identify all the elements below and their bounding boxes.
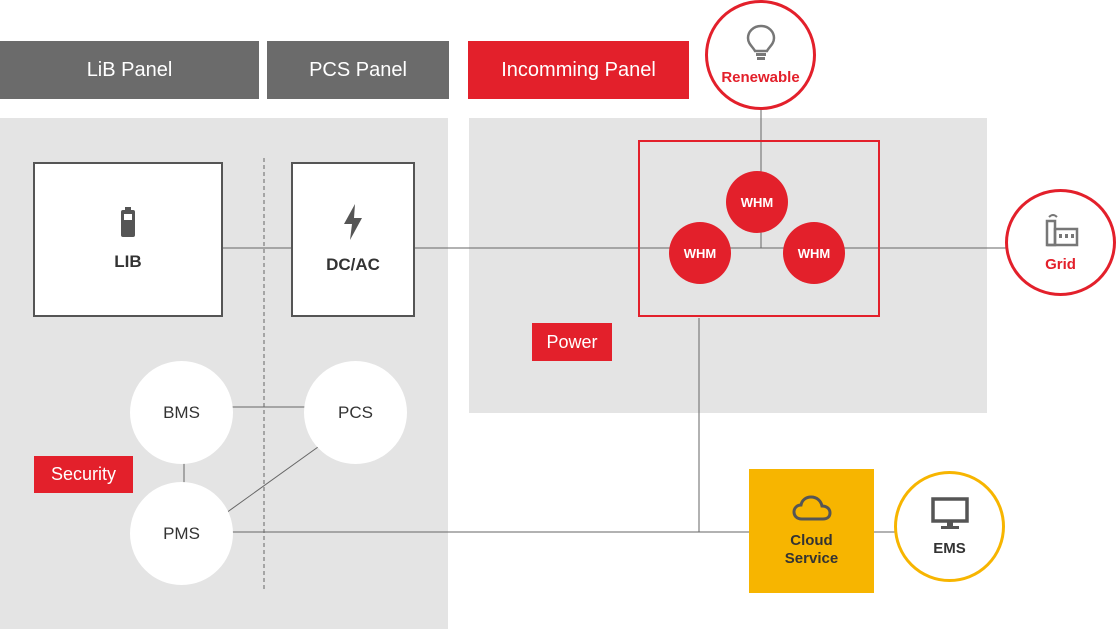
pcs-panel-header: PCS Panel [267,41,449,99]
monitor-icon [930,496,969,536]
pcs-label: PCS [338,402,373,422]
security-tag: Security [34,456,133,493]
renewable-node: Renewable [705,0,816,110]
pms-node: PMS [130,482,233,585]
grid-node: Grid [1005,189,1116,296]
factory-icon [1043,213,1079,252]
power-label: Power [546,331,598,352]
battery-icon [120,207,136,242]
lib-panel-header: LiB Panel [0,41,259,99]
pcs-node: PCS [304,361,407,464]
lightning-icon [342,204,364,245]
whm-left-node: WHM [669,222,731,284]
dcac-box: DC/AC [291,162,415,317]
bms-label: BMS [163,402,200,422]
cloud-service-box: Cloud Service [749,469,874,593]
lib-label: LIB [114,252,142,271]
power-tag: Power [532,323,612,361]
whm-right-label: WHM [797,245,831,261]
bms-node: BMS [130,361,233,464]
pms-label: PMS [163,523,200,543]
ems-node: EMS [894,471,1005,582]
whm-top-node: WHM [726,171,788,233]
pms-to-pcs-line [225,446,319,514]
incoming-panel-label: Incomming Panel [501,58,656,81]
renewable-label: Renewable [721,69,800,86]
lightbulb-icon [746,24,776,67]
pcs-panel-label: PCS Panel [309,58,407,81]
security-label: Security [50,464,117,484]
whm-left-label: WHM [683,245,717,261]
whm-top-label: WHM [740,194,774,210]
cloud-service-label: Cloud Service [784,531,839,567]
cloud-icon [791,494,832,526]
whm-group-box [638,140,880,317]
ems-label: EMS [933,539,966,557]
grid-label: Grid [1045,255,1076,273]
lib-box: LIB [33,162,223,317]
lib-panel-label: LiB Panel [86,58,173,81]
incoming-panel-header: Incomming Panel [468,41,689,99]
dcac-label: DC/AC [326,255,380,274]
whm-right-node: WHM [783,222,845,284]
